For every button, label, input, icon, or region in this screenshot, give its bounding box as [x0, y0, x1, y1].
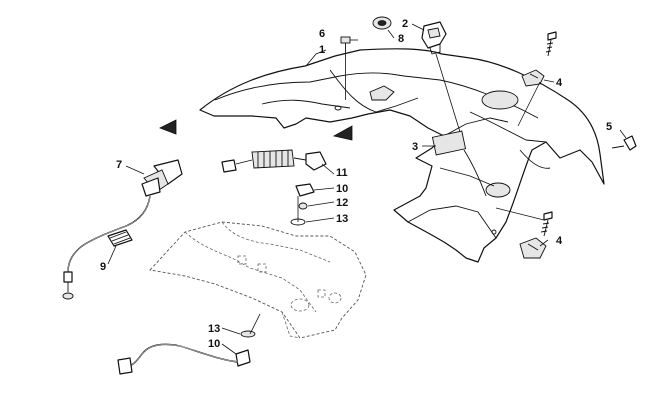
callout-11: 11: [336, 167, 348, 179]
washer-part-12: [298, 202, 308, 210]
callout-2: 2: [402, 18, 408, 30]
switch-part-2: [421, 21, 447, 55]
callout-9: 9: [100, 261, 106, 273]
callout-10-upper: 10: [336, 183, 348, 195]
screw-lower-right: [540, 211, 553, 237]
callout-12: 12: [336, 197, 348, 209]
grommet-part-8: [372, 16, 392, 30]
callout-3: 3: [412, 141, 418, 153]
screw-upper-right: [545, 31, 557, 57]
callout-13-upper: 13: [336, 213, 348, 225]
ignition-switch-part-7: [62, 159, 183, 300]
callout-10-lower: 10: [208, 338, 220, 350]
nut-part-10-upper: [295, 183, 315, 197]
chassis-ghost-outline: [149, 221, 367, 339]
coil-sleeve-part-9: [107, 229, 133, 247]
callout-6: 6: [319, 28, 325, 40]
callout-5: 5: [606, 121, 612, 133]
callout-4-upper: 4: [556, 77, 563, 89]
lower-cable-assembly: [117, 330, 256, 375]
hood-panel: [199, 48, 605, 263]
callout-4-lower: 4: [556, 235, 563, 247]
clip-part-4-upper: [521, 69, 545, 87]
callout-labels: 1 2 3 4 4 5 6 7 8 9 10 10 11 12 13 13: [100, 18, 612, 350]
cable-spring-part-11: [221, 149, 327, 173]
leader-lines: [107, 23, 627, 355]
callout-8: 8: [398, 33, 404, 45]
callout-1: 1: [319, 44, 325, 56]
clip-part-4-lower: [519, 237, 547, 259]
rivet-part-5: [611, 135, 637, 151]
direction-arrows: [159, 119, 353, 141]
callout-7: 7: [116, 159, 122, 171]
callout-13-lower: 13: [208, 323, 220, 335]
